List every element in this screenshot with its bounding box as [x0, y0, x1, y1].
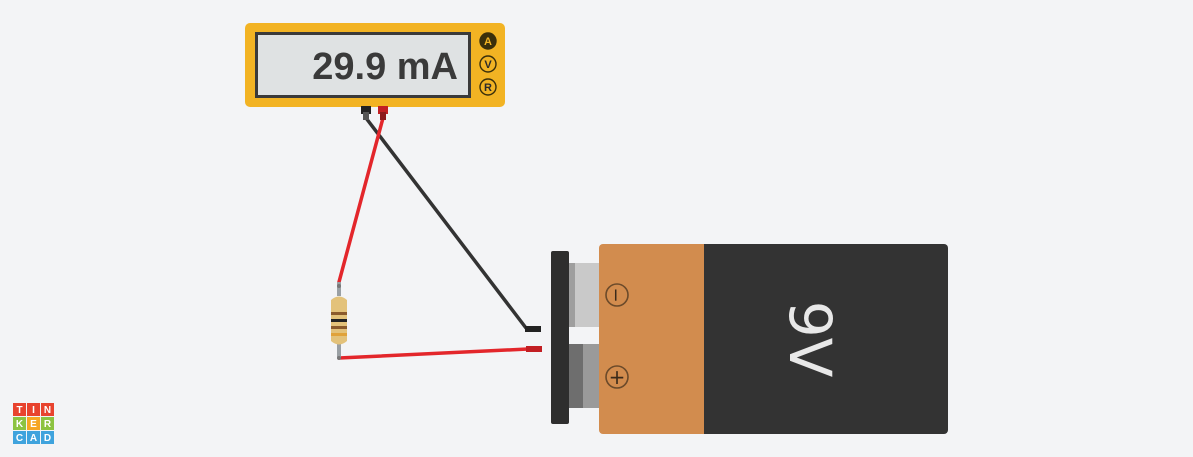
multimeter[interactable]: 29.9 mA A V R	[245, 23, 505, 120]
mode-label-v: V	[484, 59, 492, 71]
mode-button-ammeter[interactable]: A	[479, 32, 497, 50]
mode-button-voltmeter[interactable]: V	[479, 55, 497, 73]
probe-socket-red[interactable]	[378, 106, 388, 120]
svg-text:+: +	[609, 365, 626, 389]
resistor[interactable]	[331, 282, 347, 360]
tinkercad-logo[interactable]: T I N K E R C A D	[13, 403, 54, 444]
logo-letter: T	[16, 405, 22, 416]
red-probe-wire[interactable]	[337, 116, 385, 284]
resistor-band-2	[331, 319, 347, 322]
mode-label-r: R	[484, 82, 492, 94]
wires	[337, 116, 530, 360]
battery-label: 9V	[776, 301, 844, 378]
clip-plate	[551, 251, 569, 424]
logo-letter: R	[44, 419, 52, 430]
multimeter-lcd	[258, 35, 468, 95]
battery-connector-clip[interactable]	[525, 251, 601, 424]
logo-letter: I	[32, 405, 35, 416]
resistor-band-4	[331, 333, 347, 336]
mode-button-ohmmeter[interactable]: R	[479, 78, 497, 96]
negative-terminal-icon: −	[605, 283, 629, 307]
resistor-band-3	[331, 326, 347, 329]
battery-orange-cap	[599, 244, 719, 434]
battery-dark-body	[704, 244, 948, 434]
black-probe-wire[interactable]	[364, 116, 528, 330]
logo-letter: C	[16, 433, 23, 444]
logo-letter: E	[30, 419, 37, 430]
clip-negative-lead	[525, 326, 541, 332]
resistor-to-battery-wire[interactable]	[337, 347, 530, 360]
probe-socket-black[interactable]	[361, 106, 371, 120]
logo-letter: D	[44, 433, 51, 444]
positive-terminal-icon: +	[605, 365, 629, 389]
logo-letter: A	[30, 433, 37, 444]
resistor-band-1	[331, 312, 347, 315]
svg-text:−: −	[605, 287, 626, 302]
logo-letter: N	[44, 405, 51, 416]
logo-letter: K	[16, 419, 24, 430]
clip-positive-lead	[526, 346, 542, 352]
multimeter-reading: 29.9 mA	[312, 46, 458, 88]
battery-9v[interactable]: − + 9V	[599, 244, 948, 434]
mode-label-a: A	[484, 36, 492, 48]
